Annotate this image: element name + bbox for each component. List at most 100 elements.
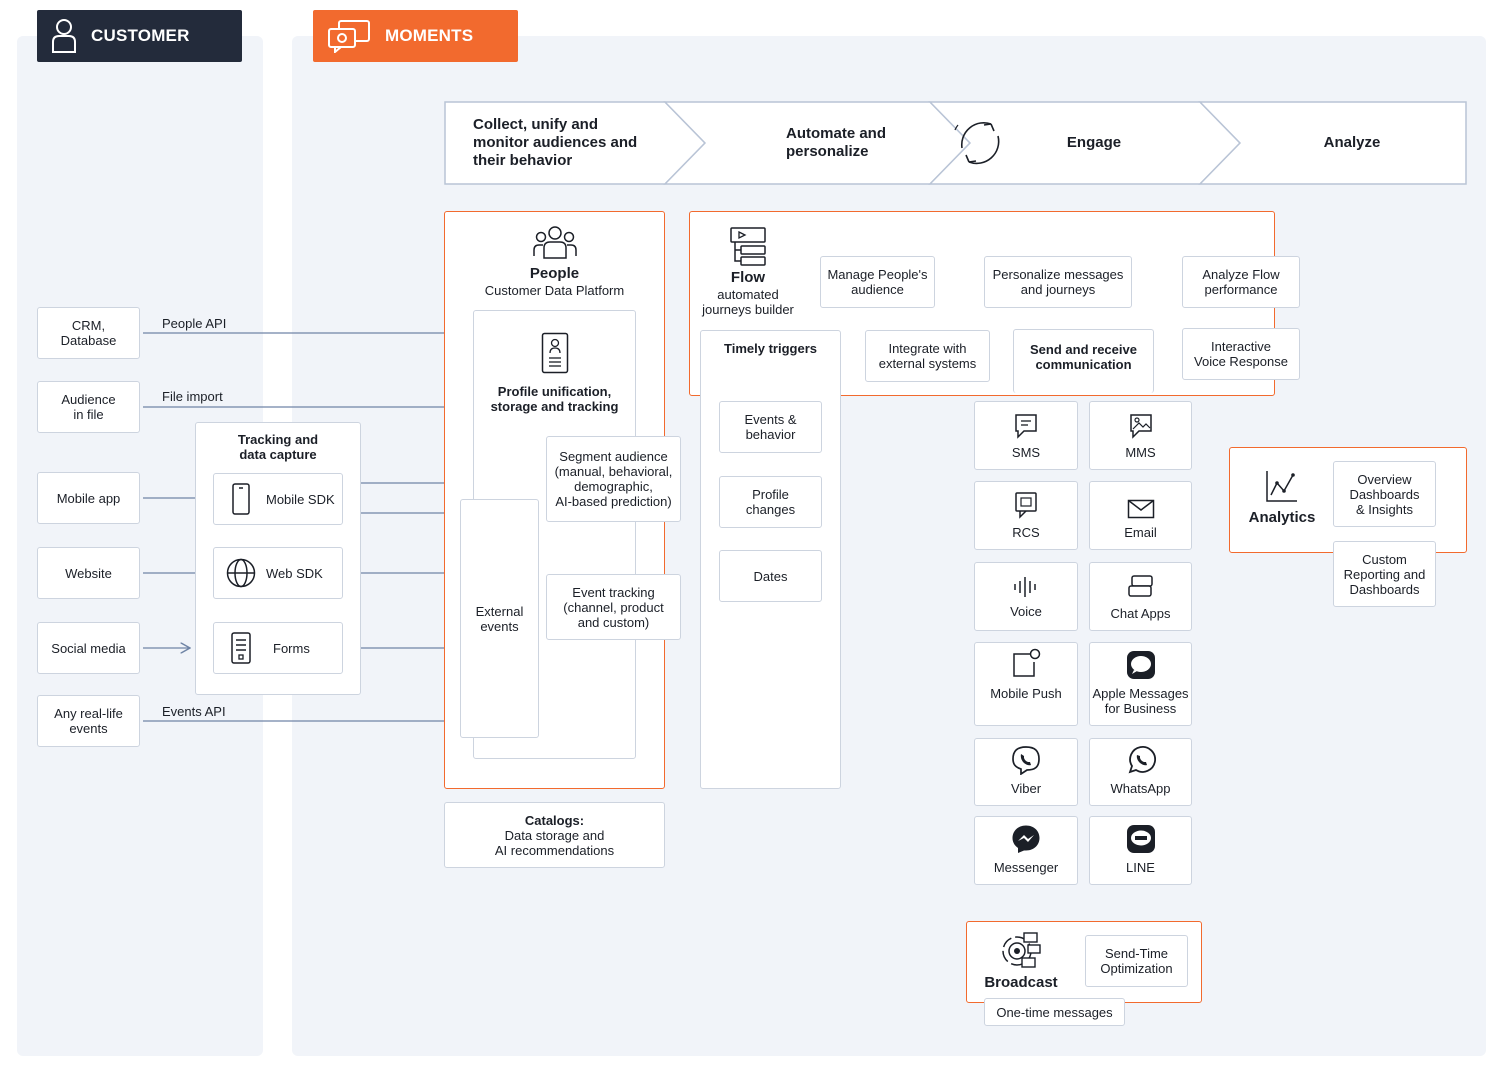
- source-social-media[interactable]: Social media: [37, 622, 140, 674]
- custom-reporting[interactable]: Custom Reporting and Dashboards: [1333, 541, 1436, 607]
- refresh-cycle-icon: [954, 121, 1000, 165]
- phone-icon: [232, 483, 250, 515]
- channel-mobile-push[interactable]: Mobile Push: [974, 642, 1078, 726]
- one-time-messages[interactable]: One-time messages: [984, 998, 1125, 1026]
- rcs-icon: [1015, 492, 1037, 519]
- source-website[interactable]: Website: [37, 547, 140, 599]
- form-icon: [231, 632, 251, 664]
- flow-title: Flow: [730, 269, 766, 286]
- email-icon: [1127, 499, 1154, 519]
- channel-rcs-label: RCS: [1012, 525, 1040, 540]
- moments-label: MOMENTS: [385, 26, 474, 45]
- channel-mms[interactable]: MMS: [1089, 401, 1192, 470]
- channel-sms[interactable]: SMS: [974, 401, 1078, 470]
- channel-email-label: Email: [1124, 525, 1157, 540]
- analyze-flow[interactable]: Analyze Flow performance: [1182, 256, 1300, 308]
- people-group-icon: [533, 226, 577, 259]
- web-sdk-label: Web SDK: [266, 565, 323, 581]
- manage-audience[interactable]: Manage People's audience: [820, 256, 935, 308]
- forms[interactable]: Forms: [213, 622, 343, 674]
- channel-line[interactable]: LINE: [1089, 816, 1192, 885]
- analytics-title: Analytics: [1248, 509, 1316, 526]
- push-notification-icon: [1013, 648, 1041, 677]
- people-subtitle: Customer Data Platform: [484, 283, 625, 298]
- channel-apple-messages[interactable]: Apple Messages for Business: [1089, 642, 1192, 726]
- channel-messenger-label: Messenger: [993, 860, 1059, 875]
- channel-line-label: LINE: [1126, 860, 1155, 875]
- viber-icon: [1012, 746, 1040, 775]
- channel-mms-label: MMS: [1125, 445, 1156, 460]
- forms-label: Forms: [273, 640, 310, 656]
- profile-unification-label: Profile unification, storage and trackin…: [490, 384, 619, 414]
- catalogs-desc: Data storage and AI recommendations: [494, 827, 615, 858]
- file-import-label: File import: [162, 389, 223, 404]
- line-logo-icon: [1126, 825, 1155, 853]
- moments-tag: MOMENTS: [313, 10, 518, 62]
- source-audience-file[interactable]: Audience in file: [37, 381, 140, 433]
- channel-mobile-push-label: Mobile Push: [990, 686, 1062, 701]
- channel-rcs[interactable]: RCS: [974, 481, 1078, 550]
- flow-icon: [730, 227, 766, 266]
- trigger-dates[interactable]: Dates: [719, 550, 822, 602]
- analytics-chart-icon: [1266, 471, 1297, 502]
- web-sdk[interactable]: Web SDK: [213, 547, 343, 599]
- integrate-external[interactable]: Integrate with external systems: [865, 330, 990, 382]
- channel-chat-apps[interactable]: Chat Apps: [1089, 562, 1192, 631]
- send-receive-title: Send and receive communication: [1013, 329, 1154, 393]
- channel-whatsapp[interactable]: WhatsApp: [1089, 738, 1192, 806]
- pipeline-engage-label: Engage: [1066, 134, 1122, 151]
- chat-bubbles-icon: [328, 20, 370, 53]
- channel-email[interactable]: Email: [1089, 481, 1192, 550]
- pipeline-automate-label: Automate and personalize: [786, 125, 887, 160]
- channel-sms-label: SMS: [1011, 445, 1041, 460]
- channel-viber[interactable]: Viber: [974, 738, 1078, 806]
- source-real-life-events[interactable]: Any real-life events: [37, 695, 140, 747]
- pipeline-analyze-label: Analyze: [1323, 134, 1381, 151]
- channel-messenger[interactable]: Messenger: [974, 816, 1078, 885]
- sms-icon: [1015, 414, 1037, 439]
- messenger-icon: [1012, 825, 1040, 853]
- mobile-sdk[interactable]: Mobile SDK: [213, 473, 343, 525]
- globe-icon: [226, 558, 256, 588]
- customer-label: CUSTOMER: [91, 26, 190, 45]
- person-icon: [52, 19, 76, 53]
- personalize-messages[interactable]: Personalize messages and journeys: [984, 256, 1132, 308]
- catalogs-box[interactable]: Catalogs: Data storage and AI recommenda…: [444, 802, 665, 868]
- mms-icon: [1129, 414, 1152, 439]
- external-events[interactable]: External events: [460, 499, 539, 738]
- voice-wave-icon: [1014, 577, 1036, 597]
- flow-subtitle: automated journeys builder: [702, 287, 794, 317]
- segment-audience[interactable]: Segment audience (manual, behavioral, de…: [546, 436, 681, 522]
- channel-voice[interactable]: Voice: [974, 562, 1078, 631]
- apple-messages-icon: [1126, 651, 1155, 679]
- interactive-voice-response[interactable]: Interactive Voice Response: [1182, 328, 1300, 380]
- profile-card-icon: [541, 332, 569, 374]
- trigger-events[interactable]: Events & behavior: [719, 401, 822, 453]
- people-api-label: People API: [162, 316, 227, 331]
- event-tracking[interactable]: Event tracking (channel, product and cus…: [546, 574, 681, 640]
- timely-triggers-title: Timely triggers: [724, 341, 817, 356]
- channel-voice-label: Voice: [1010, 604, 1042, 619]
- trigger-profile-changes[interactable]: Profile changes: [719, 476, 822, 528]
- channel-whatsapp-label: WhatsApp: [1110, 781, 1171, 796]
- catalogs-title: Catalogs:: [524, 812, 585, 828]
- pipeline-step-analyze-shape: [1198, 101, 1467, 185]
- pipeline-collect-label: Collect, unify and monitor audiences and…: [473, 116, 638, 169]
- source-crm[interactable]: CRM, Database: [37, 307, 140, 359]
- send-time-optimization[interactable]: Send-Time Optimization: [1085, 935, 1188, 987]
- broadcast-title: Broadcast: [984, 974, 1058, 991]
- channel-chat-apps-label: Chat Apps: [1110, 606, 1171, 621]
- events-api-label: Events API: [162, 704, 226, 719]
- channel-apple-messages-label: Apple Messages for Business: [1092, 686, 1189, 716]
- broadcast-icon: [1002, 932, 1041, 968]
- whatsapp-icon: [1128, 745, 1156, 774]
- people-title: People: [529, 265, 580, 282]
- channel-viber-label: Viber: [1010, 781, 1042, 796]
- customer-tag: CUSTOMER: [37, 10, 242, 62]
- mobile-sdk-label: Mobile SDK: [266, 491, 335, 507]
- chat-apps-icon: [1127, 575, 1153, 597]
- tracking-title: Tracking and data capture: [237, 432, 319, 462]
- source-mobile-app[interactable]: Mobile app: [37, 472, 140, 524]
- overview-dashboards[interactable]: Overview Dashboards & Insights: [1333, 461, 1436, 527]
